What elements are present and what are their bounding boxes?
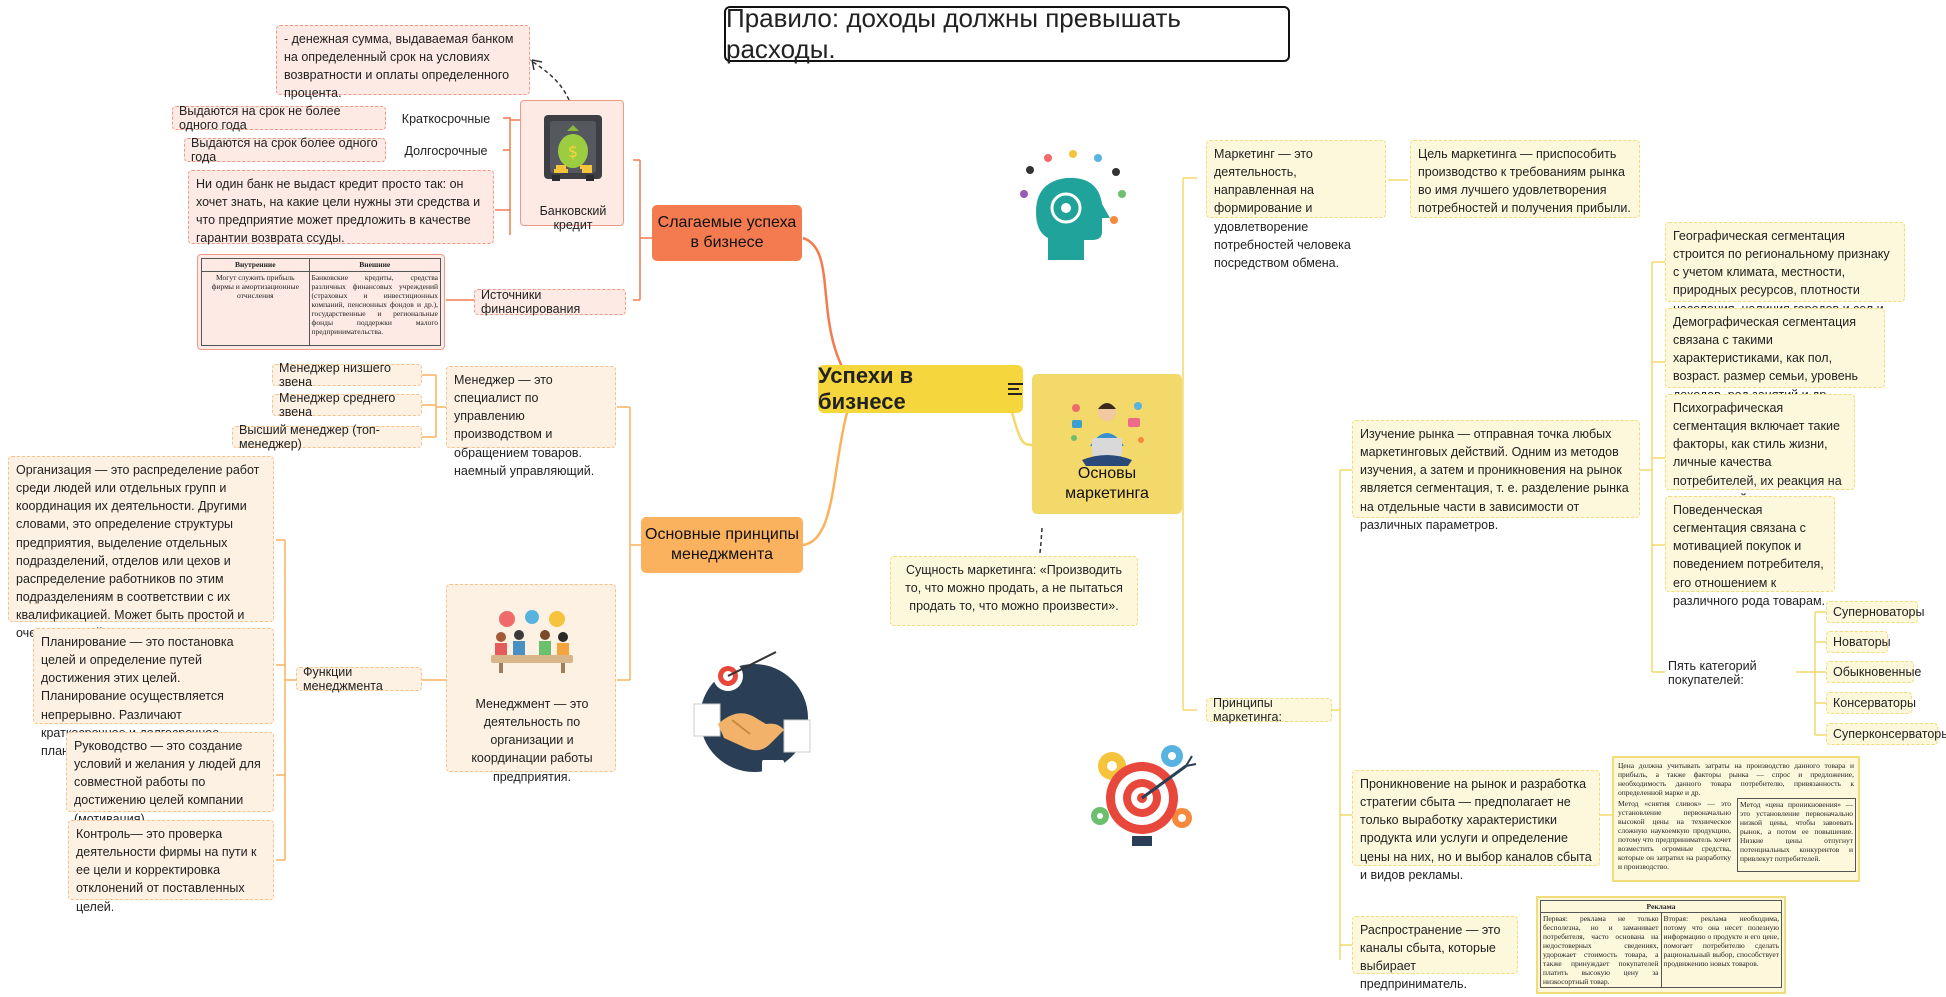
market-penetration-node[interactable]: Проникновение на рынок и разработка стра… [1352,770,1600,882]
table-header-external: Внешние [308,257,442,273]
head-network-icon [1020,150,1126,260]
advertising-view-second: Вторая: реклама необходима, потому что о… [1660,912,1782,988]
branch-management-principles[interactable]: Основные принципы менеджмента [641,517,803,573]
manager-definition[interactable]: Менеджер — это специалист по управлению … [446,366,616,478]
marketing-principles-node[interactable]: Принципы маркетинга: [1206,696,1332,724]
marketing-essence: Сущность маркетинга: «Производить то, чт… [890,556,1138,626]
buyer-superconservatives: Суперконсерваторы [1826,723,1946,745]
manager-level-top: Высший менеджер (топ-менеджер) [232,423,422,451]
segment-psychographic: Психографическая сегментация включает та… [1665,394,1855,506]
function-organization: Организация — это распределение работ ср… [8,456,274,640]
pricing-intro: Цена должна учитывать затраты на произво… [1618,761,1854,797]
market-research-node[interactable]: Изучение рынка — отправная точка любых м… [1352,420,1640,532]
advertising-view-first: Первая: реклама не только бесполезна, но… [1540,912,1662,988]
bank-credit-node[interactable]: $ Банковский кредит [520,100,624,232]
bank-credit-definition: - денежная сумма, выдаваемая банком на о… [276,25,530,100]
function-planning: Планирование — это постановка целей и оп… [33,628,274,758]
short-term-note: Выдаются на срок не более одного года [172,104,386,132]
team-meeting-icon [491,610,573,673]
function-control: Контроль— это проверка деятельности фирм… [68,820,274,914]
money-bag-safe-icon: $ [544,115,602,181]
long-term-label[interactable]: Долгосрочные [404,144,488,158]
distribution-node[interactable]: Распространение — это каналы сбыта, кото… [1352,916,1518,991]
manager-level-low: Менеджер низшего звена [272,361,422,389]
branch-marketing-basics[interactable]: Основы маркетинга [1032,374,1182,514]
handshake-target-icon [693,651,811,774]
buyer-conservatives: Консерваторы [1826,692,1916,714]
buyer-novators: Новаторы [1826,631,1891,653]
segment-behavioral: Поведенческая сегментация связана с моти… [1665,496,1835,608]
buyer-categories-node[interactable]: Пять категорий покупателей: [1668,659,1757,687]
svg-text:$: $ [568,142,578,161]
management-definition: Менеджмент — это деятельность по организ… [471,697,593,784]
buyer-supernovators: Суперноваторы [1826,601,1924,623]
marketing-definition[interactable]: Маркетинг — это деятельность, направленн… [1206,140,1386,270]
page-title: Правило: доходы должны превышать расходы… [724,3,1290,64]
short-term-label[interactable]: Краткосрочные [401,112,491,126]
marketing-basics-label: Основы маркетинга [1065,465,1149,502]
management-functions-node[interactable]: Функции менеджмента [296,665,422,693]
financing-sources-node[interactable]: Источники финансирования [474,288,626,316]
table-cell-internal: Могут служить прибыль фирмы и амортизаци… [201,271,310,346]
pricing-penetration: Метод «цена проникновения» — это установ… [1737,798,1856,872]
manager-level-middle: Менеджер среднего звена [272,391,422,419]
pricing-methods-table: Цена должна учитывать затраты на произво… [1612,756,1860,882]
segment-geographic: Географическая сегментация строится по р… [1665,222,1905,334]
bank-credit-label: Банковский кредит [539,204,607,232]
financing-sources-table: Внутренние Внешние Могут служить прибыль… [197,254,445,350]
bank-credit-guarantee-note: Ни один банк не выдаст кредит просто так… [188,170,494,245]
segment-demographic: Демографическая сегментация связана с та… [1665,308,1885,402]
table-header-internal: Внутренние [201,257,310,273]
long-term-note: Выдаются на срок более одного года [184,136,386,164]
buyer-ordinary: Обыкновенные [1826,661,1921,683]
central-topic-label: Успехи в бизнесе [818,363,914,414]
target-gears-icon [1091,745,1197,846]
menu-icon [1007,380,1023,398]
function-leadership: Руководство — это создание условий и жел… [66,732,274,826]
marketing-goal: Цель маркетинга — приспособить производс… [1410,140,1640,218]
advertising-header: Реклама [1540,900,1782,913]
management-definition-node[interactable]: Менеджмент — это деятельность по организ… [446,584,616,784]
central-topic[interactable]: Успехи в бизнесе [818,363,1023,414]
table-cell-external: Банковские кредиты, средства различных ф… [308,271,442,346]
pricing-skimming: Метод «снятия сливок» — это установление… [1618,799,1731,871]
advertising-table: Реклама Первая: реклама не только беспол… [1536,896,1786,994]
person-laptop-icon [1071,402,1144,466]
branch-success-factors[interactable]: Слагаемые успеха в бизнесе [652,205,802,261]
